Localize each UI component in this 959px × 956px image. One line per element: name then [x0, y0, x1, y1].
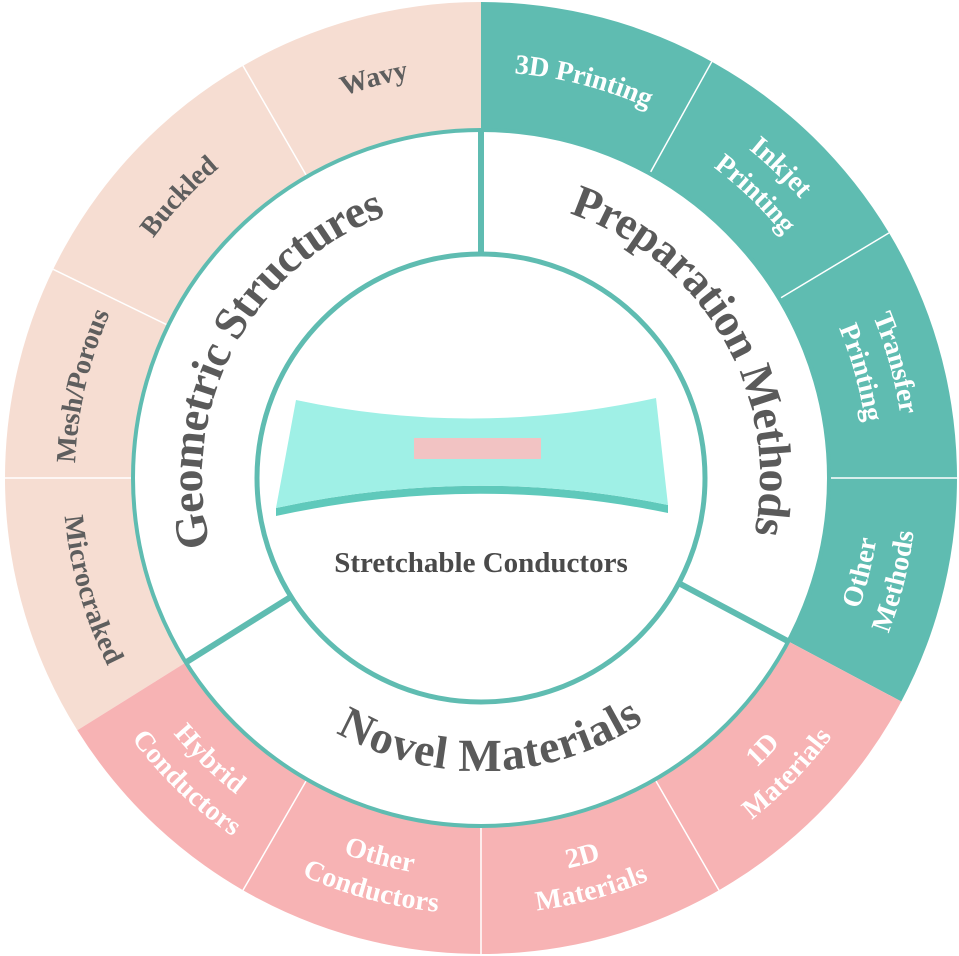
- sector-divider: [184, 594, 293, 665]
- outer-divider: [52, 268, 169, 327]
- sector-divider: [677, 580, 790, 645]
- stretched-strip-side: [276, 485, 668, 516]
- outer-ring: [4, 2, 958, 955]
- outer-ring-dividers: [5, 61, 957, 954]
- materials-outer-band: [77, 641, 902, 955]
- preparation-outer-band: [481, 2, 958, 702]
- outer-divider: [242, 65, 308, 177]
- center-illustration: Stretchable Conductors: [276, 398, 668, 579]
- conductor-patch: [414, 438, 541, 459]
- center-title: Stretchable Conductors: [334, 547, 627, 579]
- geometric-outer-band: [4, 2, 482, 731]
- outer-divider: [242, 779, 308, 891]
- outer-divider: [649, 61, 713, 174]
- outer-divider: [654, 779, 720, 891]
- outer-divider: [778, 232, 890, 300]
